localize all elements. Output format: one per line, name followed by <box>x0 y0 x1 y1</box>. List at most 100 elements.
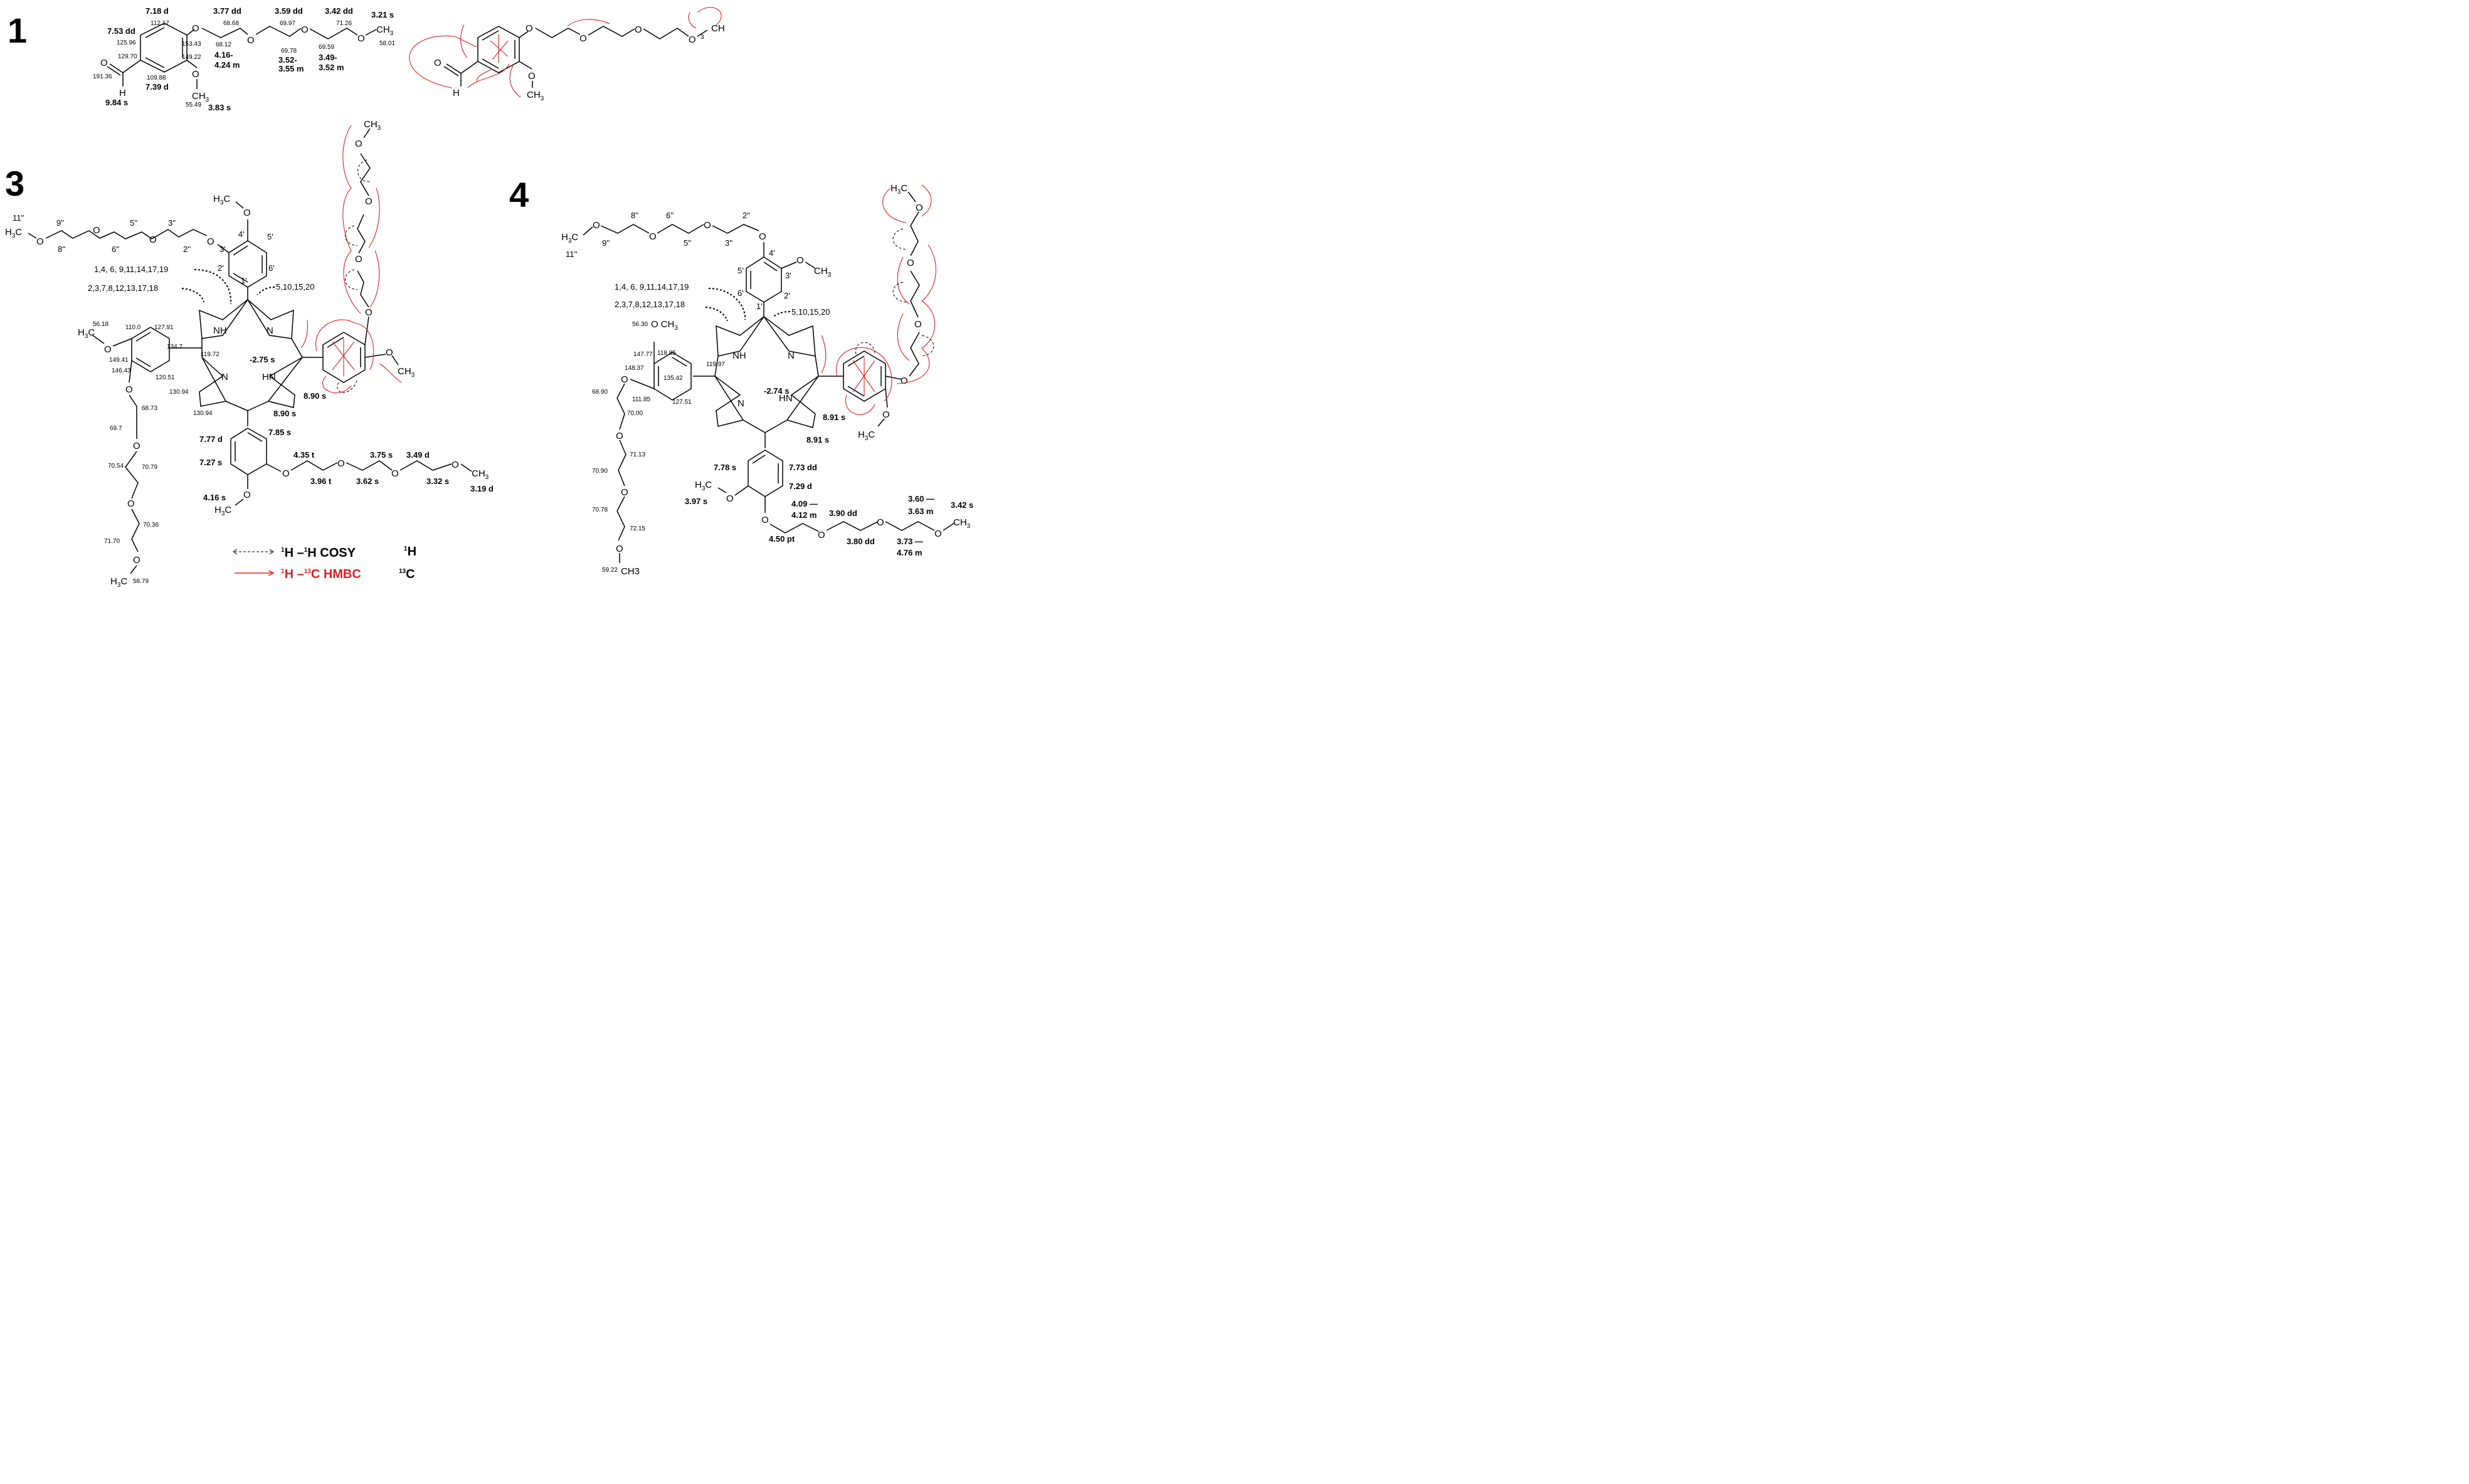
c4-position-label: 5'' <box>684 238 691 248</box>
c1-benzene-ring <box>140 23 188 73</box>
c3-position-label: 4' <box>238 229 245 239</box>
c4-bottom-chain-oxygen: O <box>818 530 825 540</box>
c1-carbon-label: 191.36 <box>93 73 112 80</box>
c4-position-label: 1' <box>756 302 763 311</box>
c4-top-peg-chain <box>583 226 593 236</box>
c4-bottom-chain-oxygen: O <box>934 529 942 539</box>
c1-shift-label: 3.59 dd <box>275 6 303 16</box>
c4-carbon-label: 70.78 <box>592 507 608 513</box>
compound-number-3: 3 <box>5 164 24 203</box>
c4-shift-label: 7.78 s <box>714 463 736 472</box>
c3-chain-oxygen: O <box>149 234 157 245</box>
c3-position-label: 2'' <box>183 245 191 254</box>
legend-cosy-label: 1H –1H COSY <box>281 546 356 560</box>
c4-position-label: 3'' <box>725 238 732 248</box>
c4-shift-label: 4.12 m <box>791 510 817 520</box>
c3-shift-label: 4.35 t <box>293 450 315 460</box>
c3-left-methoxy-h3c: H3C <box>78 327 95 340</box>
c1b-ether-oxygen-4: O <box>689 34 696 45</box>
c1b-bond <box>697 29 708 37</box>
c1b-chain-bond <box>535 28 581 38</box>
c1b-aromatic-bond <box>482 30 499 41</box>
c4-right-peg-chain <box>910 211 919 256</box>
c1-carbon-label: 153.43 <box>182 41 201 48</box>
c1b-ether-oxygen-2: O <box>579 33 587 44</box>
c4-carbon-label: 148.37 <box>625 365 644 372</box>
c3-positions-annotation: 5,10,15,20 <box>276 282 314 292</box>
c1-chain-bond <box>309 28 358 39</box>
c1-aromatic-bond <box>145 27 165 38</box>
c4-aromatic-bond <box>847 355 865 367</box>
c3-top-methoxy-h3c: H3C <box>213 194 230 206</box>
c4-pointer-arrow <box>708 288 746 320</box>
c4-left-chain-oxygen: O <box>616 544 623 554</box>
c1-shift-label: 3.52- <box>278 55 297 65</box>
c1-shift-label: 3.42 dd <box>325 6 353 16</box>
c1b-chain-bond <box>643 28 689 39</box>
c4-right-chain-oxygen: O <box>916 203 923 213</box>
c3-bottom-peg-chain <box>399 460 452 471</box>
c4-hn-atom: HN <box>779 393 793 404</box>
c4-carbon-label: 59.22 <box>602 567 618 574</box>
c4-cosy-arrow <box>892 228 907 250</box>
c4-bottom-chain-oxygen: O <box>877 517 884 528</box>
c3-chain-oxygen: O <box>36 236 44 247</box>
c3-carbon-label: 130.94 <box>193 410 213 417</box>
c3-bottom-methoxy-oxygen: O <box>243 490 251 500</box>
c1b-aldehyde-hydrogen: H <box>453 88 460 98</box>
c3-left-peg-chain <box>129 394 137 439</box>
c4-top-chain-oxygen: O <box>704 220 711 231</box>
c3-carbon-label: 119.72 <box>201 351 219 358</box>
c4-carbon-label: 147.77 <box>633 351 653 358</box>
c1-carbon-label: 55.49 <box>186 102 201 108</box>
c3-bond <box>92 335 105 344</box>
c3-right-chain-oxygen: O <box>355 254 362 265</box>
c3-pyrrole-ring-nw <box>199 299 248 339</box>
c1-carbon-label: 68.68 <box>223 20 239 27</box>
compound-number-1: 1 <box>8 11 27 50</box>
c1-carbon-label: 69.78 <box>281 48 297 55</box>
c3-positions-annotation: 2,3,7,8,12,13,17,18 <box>88 283 158 293</box>
c4-bottom-peg-chain <box>826 521 879 531</box>
c4-aromatic-bond <box>847 386 865 397</box>
c1b-methoxy-oxygen: O <box>528 71 536 82</box>
c4-shift-label: 7.29 d <box>789 482 812 491</box>
c3-bottom-methoxy-h3c: H3C <box>214 505 231 517</box>
c3-cosy-arrow <box>345 269 358 290</box>
c3-bottom-peg-chain <box>346 460 393 471</box>
c3-left-chain-oxygen: O <box>127 498 135 509</box>
c1-shift-label: 3.21 s <box>371 10 394 19</box>
c3-position-label: 5'' <box>130 218 137 228</box>
c3-shift-label: -2.75 s <box>250 355 275 364</box>
c3-carbon-label: 58.79 <box>133 578 149 585</box>
c3-shift-label: 3.96 t <box>310 476 332 486</box>
c4-carbon-label: 135.42 <box>664 375 683 382</box>
c4-bond <box>815 355 819 377</box>
c4-positions-annotation: 1,4, 6, 9,11,14,17,19 <box>615 282 689 292</box>
c4-carbon-label: 127.51 <box>672 399 692 406</box>
c1-carbon-label: 71.26 <box>336 20 352 27</box>
c4-top-peg-chain <box>712 224 759 234</box>
c4-left-peg-chain <box>618 439 627 487</box>
c4-hmbc-arrow <box>921 184 932 217</box>
c3-aromatic-bond <box>233 245 248 256</box>
c3-shift-label: 7.27 s <box>199 458 222 467</box>
c1-bond <box>186 29 195 36</box>
c3-carbon-label: 127.91 <box>154 324 174 331</box>
c4-bottom-aryl-ring <box>748 450 783 497</box>
c3-shift-label: 3.62 s <box>356 476 379 486</box>
c3-carbon-label: 69.7 <box>110 425 122 432</box>
c3-left-chain-oxygen: O <box>133 441 140 451</box>
c4-bond <box>805 261 816 269</box>
c1b-ether-oxygen-1: O <box>526 23 533 34</box>
c3-right-aryl-ring <box>322 332 366 383</box>
c3-right-peg-chain <box>360 153 371 196</box>
c1-carbon-label: 129.70 <box>118 53 137 60</box>
c3-aromatic-bond <box>327 337 344 348</box>
c1-bond <box>186 60 198 68</box>
c3-right-peg-chain <box>357 270 369 308</box>
c3-chain-oxygen: O <box>93 225 100 236</box>
c3-bond <box>460 463 472 472</box>
c3-bond <box>266 463 282 472</box>
